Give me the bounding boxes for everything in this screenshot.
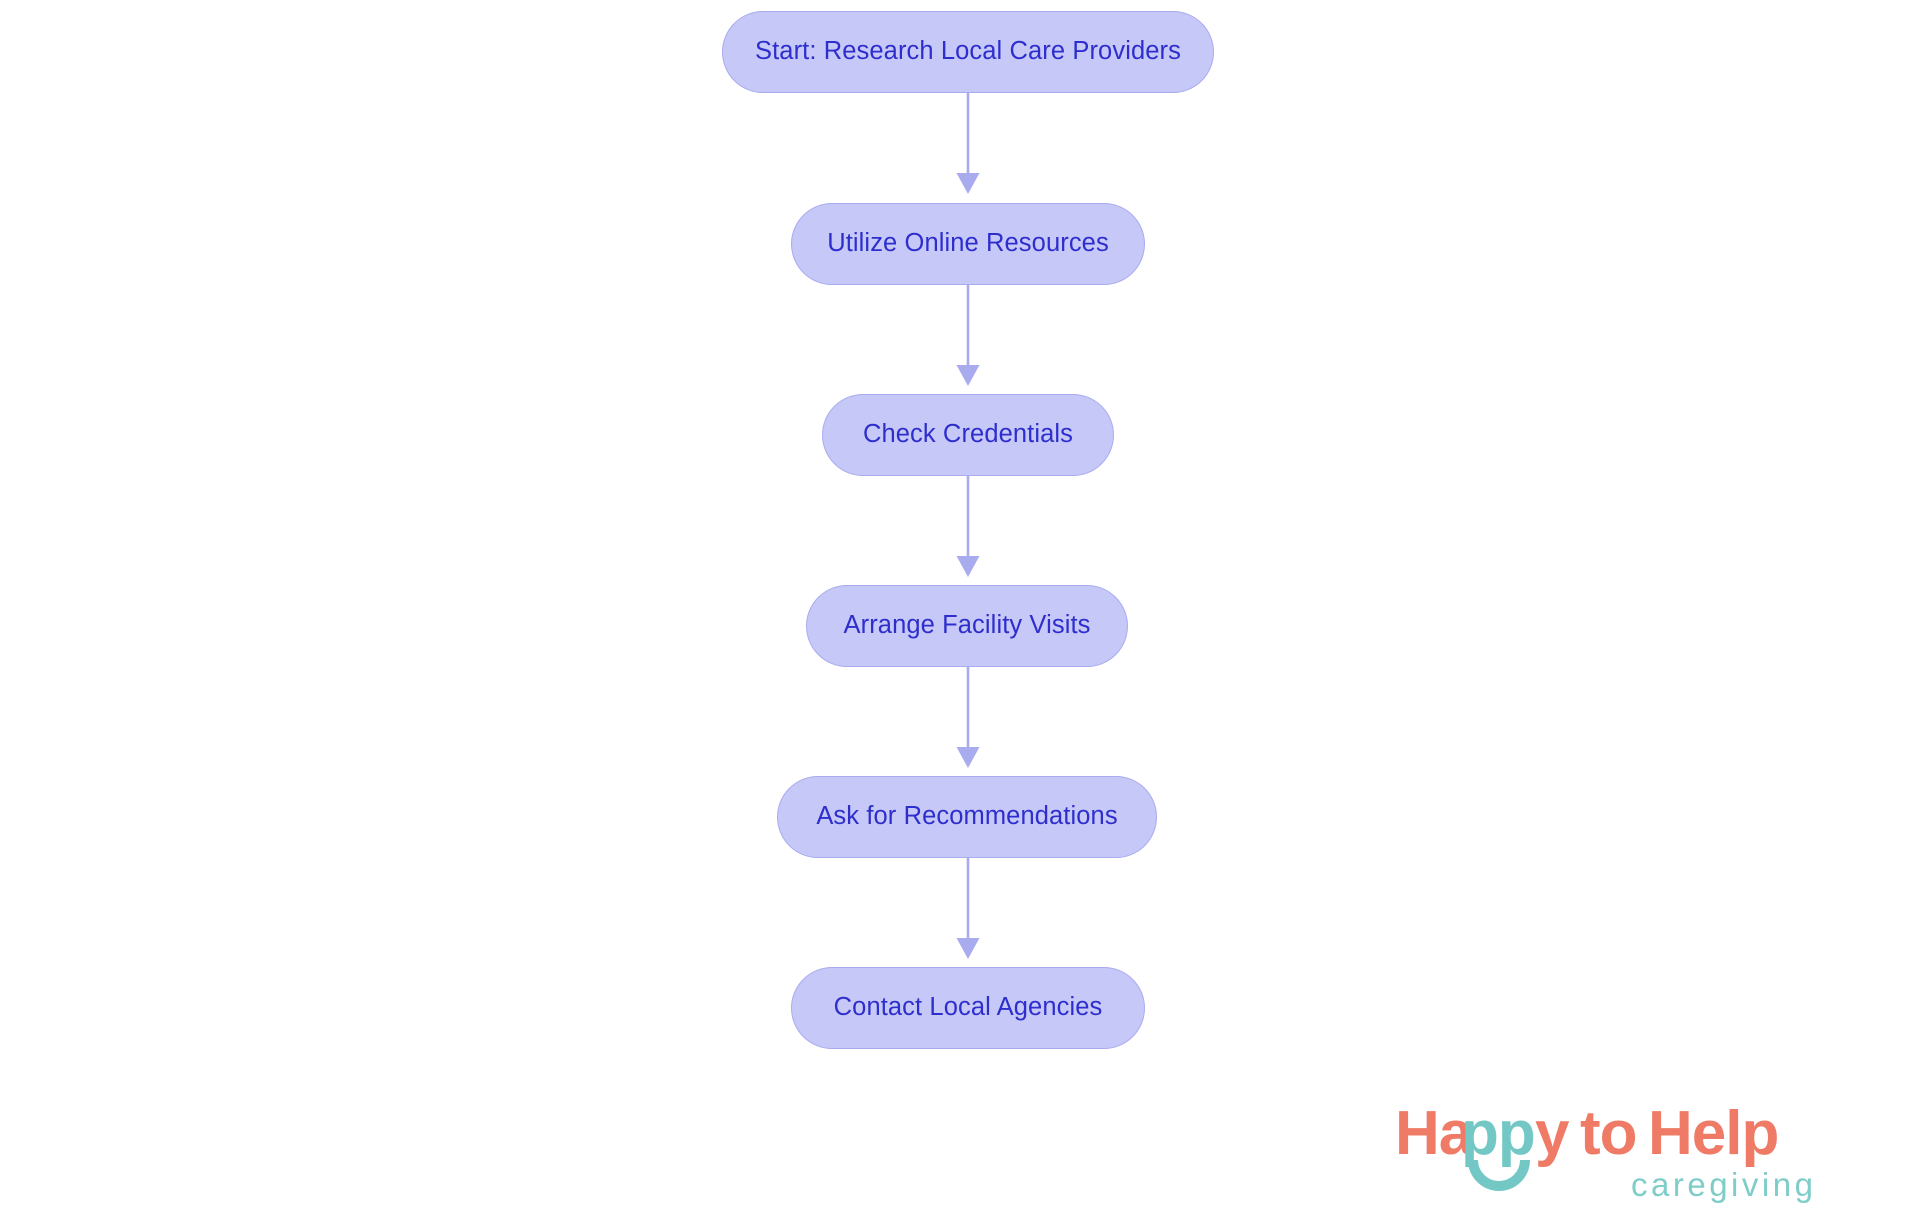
flow-node-start-research-local-care-providers[interactable]: Start: Research Local Care Providers bbox=[722, 11, 1214, 93]
logo-word-to: to bbox=[1580, 1099, 1637, 1168]
flow-node-label: Ask for Recommendations bbox=[816, 802, 1118, 831]
flow-node-label: Utilize Online Resources bbox=[827, 229, 1109, 258]
flow-node-label: Start: Research Local Care Providers bbox=[755, 37, 1181, 66]
flowchart: Start: Research Local Care Providers Uti… bbox=[722, 11, 1214, 1049]
logo-happy-y-part: y bbox=[1535, 1099, 1570, 1168]
flow-node-arrange-facility-visits[interactable]: Arrange Facility Visits bbox=[806, 585, 1128, 667]
flow-node-label: Check Credentials bbox=[862, 420, 1074, 449]
flow-arrow-5 bbox=[948, 858, 988, 962]
logo-happy-teal-part: pp bbox=[1461, 1099, 1535, 1168]
smile-arc-icon bbox=[1468, 1159, 1530, 1191]
flow-arrow-2 bbox=[948, 285, 988, 389]
flow-arrow-4 bbox=[948, 667, 988, 771]
brand-logo: Ha pp y to Help caregiving bbox=[1395, 1096, 1900, 1208]
flow-node-check-credentials[interactable]: Check Credentials bbox=[822, 394, 1114, 476]
flow-node-label: Contact Local Agencies bbox=[833, 993, 1103, 1022]
flow-node-label: Arrange Facility Visits bbox=[843, 611, 1091, 640]
logo-happy-coral-part: Ha bbox=[1395, 1099, 1474, 1168]
flow-node-ask-for-recommendations[interactable]: Ask for Recommendations bbox=[777, 776, 1157, 858]
flow-node-utilize-online-resources[interactable]: Utilize Online Resources bbox=[791, 203, 1145, 285]
flow-node-contact-local-agencies[interactable]: Contact Local Agencies bbox=[791, 967, 1145, 1049]
flow-arrow-3 bbox=[948, 476, 988, 580]
logo-word-help: Help bbox=[1648, 1099, 1778, 1168]
logo-tagline: caregiving bbox=[1631, 1166, 1816, 1203]
flow-arrow-1 bbox=[948, 93, 988, 197]
